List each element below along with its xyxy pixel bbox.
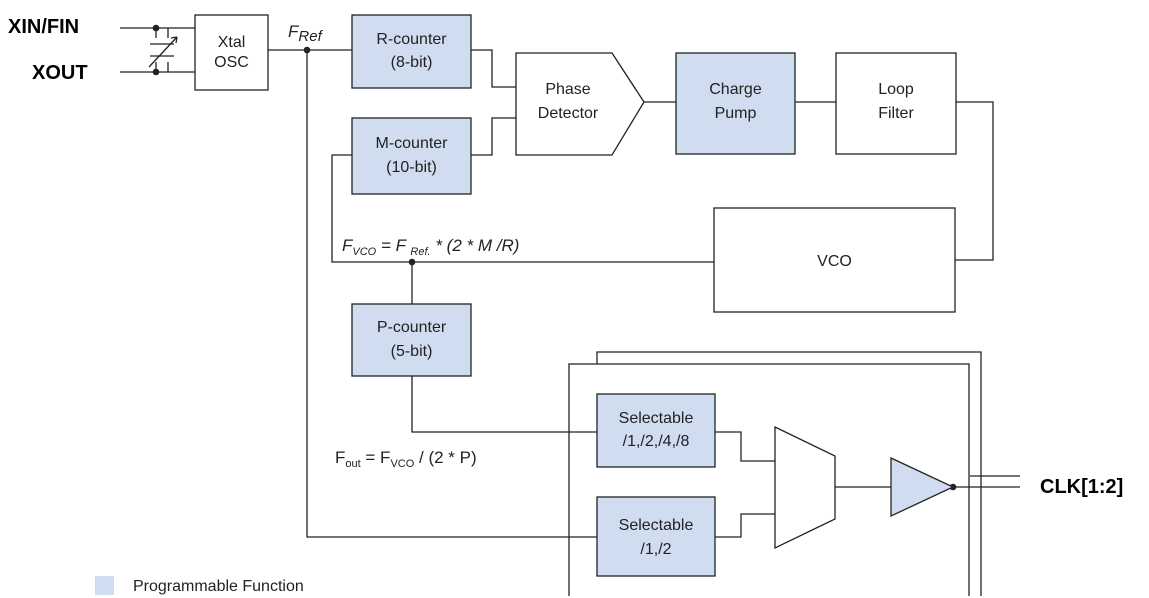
phase-detector-shape [515,52,645,156]
xtal-osc-box [194,14,269,91]
legend: Programmable Function [95,576,304,595]
legend-swatch [95,576,114,595]
fvco-equation: FVCO = F Ref. * (2 * M /R) [342,236,519,258]
r-counter-line2: (8-bit) [391,54,433,71]
loop-filter-box [835,52,957,155]
loop-filter-line1: Loop [878,81,914,98]
selectable-12-block: Selectable /1,/2 [596,496,716,577]
xtal-osc-block: Xtal OSC [194,14,269,91]
pin-xin-fin: XIN/FIN [8,16,79,38]
loop-filter-line2: Filter [878,105,914,122]
charge-pump-line1: Charge [709,81,762,98]
charge-pump-line2: Pump [715,105,757,122]
p-counter-line2: (5-bit) [391,343,433,360]
m-counter-block: M-counter (10-bit) [351,117,472,195]
fref-label: FRef [288,22,324,45]
m-counter-line1: M-counter [375,135,448,152]
legend-label: Programmable Function [133,578,304,595]
junction-dots [152,24,957,491]
loop-filter-block: Loop Filter [835,52,957,155]
selectable-12-line2: /1,/2 [640,541,671,558]
selectable-12-line1: Selectable [619,517,694,534]
vco-box [713,207,956,313]
vco-label: VCO [817,253,852,270]
selectable-1248-box [596,393,716,468]
phase-detector-line1: Phase [545,81,590,98]
selectable-1248-block: Selectable /1,/2,/4,/8 [596,393,716,468]
phase-detector-block: Phase Detector [515,52,645,156]
pin-xout: XOUT [32,62,88,84]
pin-clk: CLK[1:2] [1040,476,1123,498]
r-counter-line1: R-counter [376,31,447,48]
output-stage-frames [568,351,982,596]
p-counter-box [351,303,472,377]
selectable-12-box [596,496,716,577]
wires [120,27,1020,538]
r-counter-box [351,14,472,89]
fout-equation: Fout = FVCO / (2 * P) [335,448,477,470]
charge-pump-block: Charge Pump [675,52,796,155]
m-counter-box [351,117,472,195]
output-buffer-shape [890,456,955,518]
phase-detector-line2: Detector [538,105,599,122]
charge-pump-box [675,52,796,155]
selectable-1248-line1: Selectable [619,410,694,427]
r-counter-block: R-counter (8-bit) [351,14,472,89]
p-counter-line1: P-counter [377,319,447,336]
xtal-osc-line2: OSC [214,54,249,71]
mux-shape [774,425,836,550]
m-counter-line2: (10-bit) [386,159,437,176]
p-counter-block: P-counter (5-bit) [351,303,472,377]
selectable-1248-line2: /1,/2,/4,/8 [623,433,690,450]
xtal-osc-line1: Xtal [218,34,246,51]
vco-block: VCO [713,207,956,313]
